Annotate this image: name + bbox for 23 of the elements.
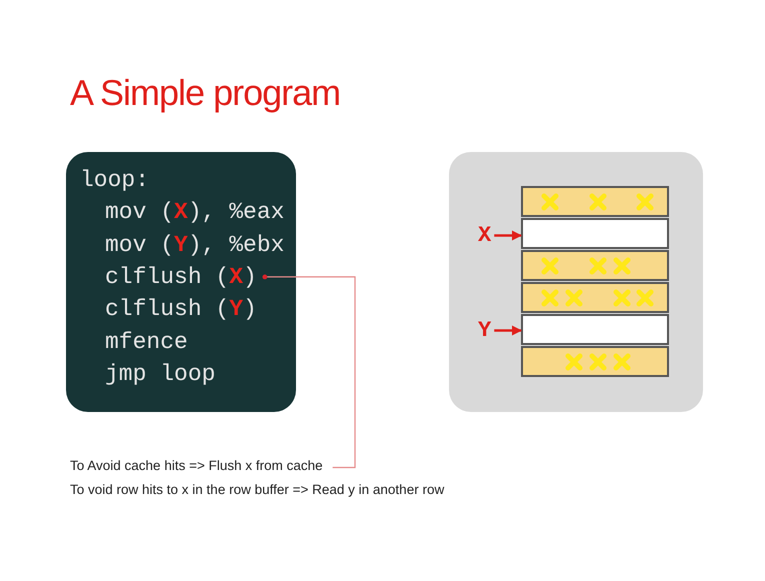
code-panel bbox=[66, 152, 296, 412]
code-line: jmp loop bbox=[105, 360, 216, 388]
leader-line bbox=[262, 274, 356, 468]
memory-row bbox=[521, 282, 669, 313]
memory-row bbox=[521, 186, 669, 217]
code-line: mfence bbox=[105, 328, 188, 356]
memory-row bbox=[521, 250, 669, 281]
code-line: clflush (Y) bbox=[105, 295, 257, 324]
memory-row bbox=[521, 314, 669, 345]
code-line: loop: bbox=[80, 166, 150, 194]
memory-row bbox=[521, 218, 669, 249]
arrow bbox=[494, 326, 522, 336]
code-line: clflush (X) bbox=[105, 262, 257, 291]
annotation: To Avoid cache hits => Flush x from cache bbox=[70, 458, 323, 473]
arrow bbox=[494, 230, 522, 240]
memory-panel bbox=[449, 152, 703, 412]
memory-row bbox=[521, 346, 669, 377]
pointer-label: Y bbox=[478, 318, 492, 343]
annotation: To void row hits to x in the row buffer => Read y in another row bbox=[70, 482, 444, 497]
slide-title: A Simple program bbox=[70, 72, 340, 114]
code-line: mov (X), %eax bbox=[105, 198, 284, 226]
pointer-label: X bbox=[478, 223, 492, 248]
code-line: mov (Y), %ebx bbox=[105, 230, 284, 259]
